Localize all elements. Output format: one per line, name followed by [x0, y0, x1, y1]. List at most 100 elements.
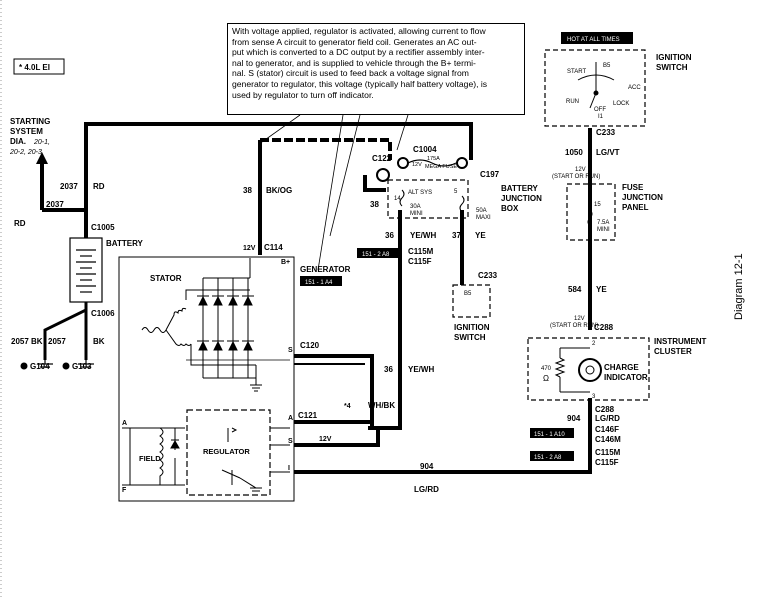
lgrd-main-color: LG/RD	[414, 485, 439, 494]
instrument-cluster: 12V (START OR RUN) C288 INSTRUMENT CLUST…	[527, 316, 707, 401]
starting-system-ref: STARTING SYSTEM DIA. 20-1, 20-2, 20-3	[9, 117, 50, 156]
battery-junction-box: C1004 C122 12V 175A MEGA FUSE C197 14 AL…	[370, 145, 542, 221]
cluster-pin-3: 3	[592, 394, 596, 400]
pos-b5: B5	[603, 63, 611, 69]
cluster-title-1: INSTRUMENT	[654, 337, 707, 346]
stator-coil-symbol	[141, 289, 256, 366]
description-callout: With voltage applied, regulator is activ…	[227, 23, 525, 115]
regulator-symbol: REGULATOR	[186, 409, 290, 496]
junction-wire38: 38	[370, 200, 379, 209]
yewh-top-num: 36	[385, 231, 394, 240]
c115f-bottom: C115F	[595, 458, 619, 467]
wires	[36, 122, 592, 474]
rd-color-1: RD	[93, 182, 105, 191]
pos-i1: I1	[598, 114, 604, 120]
cluster-output: C288 904 LG/RD 151 - 1 A10 C146F C146M 1…	[530, 405, 621, 467]
g104-ground: G104	[30, 362, 50, 371]
c288-bottom: C288	[595, 405, 615, 414]
a-terminal: A	[288, 415, 293, 422]
fuse14-rating: 30A	[410, 204, 421, 210]
junction-title-1: BATTERY	[501, 184, 539, 193]
lgrd-cluster-num: 904	[567, 414, 581, 423]
hot-label: HOT AT ALL TIMES	[567, 37, 620, 43]
generator-body: STATOR B+ S A S I A F	[118, 256, 295, 502]
c1005-connector: C1005	[91, 223, 115, 232]
starting-line-3: DIA.	[10, 137, 26, 146]
starting-line-1: STARTING	[10, 117, 50, 126]
rd-num-1: 2037	[60, 182, 78, 191]
starting-ref-2: 20-2, 20-3	[9, 149, 42, 156]
pos-off: OFF	[594, 107, 606, 113]
fuse-panel-title-2: JUNCTION	[622, 193, 663, 202]
ye584-color: YE	[596, 285, 607, 294]
c122-connector: C122	[372, 154, 392, 163]
starting-ref-1: 20-1,	[33, 139, 50, 146]
fuse-junction-panel: 15 7.5A MINI FUSE JUNCTION PANEL	[566, 183, 663, 241]
c115-top-ref: 151 - 2 A8	[362, 252, 390, 258]
gnd-num-1: 2057	[11, 337, 29, 346]
ignition-bottom-2: SWITCH	[454, 333, 486, 342]
mega-12v: 12V	[412, 162, 422, 168]
c121-connector: C121	[298, 411, 318, 420]
c115f-top: C115F	[408, 257, 432, 266]
ye37-num: 37	[452, 231, 461, 240]
c146m: C146M	[595, 435, 621, 444]
ign-12v: 12V	[575, 167, 586, 173]
cluster-title-2: CLUSTER	[654, 347, 692, 356]
fuse-panel-title-1: FUSE	[622, 183, 644, 192]
battery-grounds: 2057 BK 2057 BK G104 G103	[11, 337, 105, 371]
fuse-panel-title-3: PANEL	[622, 203, 649, 212]
c288-top: C288	[594, 323, 614, 332]
generator-12v: 12V	[243, 245, 256, 252]
description-line-7: used by regulator to turn off indicator.	[232, 89, 374, 100]
g103-ground: G103	[72, 362, 92, 371]
whbk-color: WH/BK	[368, 401, 395, 410]
indicator-label-2: INDICATOR	[604, 373, 648, 382]
fuse14-type: MINI	[410, 211, 423, 217]
resistor-unit: Ω	[543, 374, 549, 383]
ignition-bottom-1: IGNITION	[454, 323, 490, 332]
indicator-label-1: CHARGE	[604, 363, 639, 372]
description-line-6: generator to regulator, this voltage (ty…	[232, 78, 488, 89]
c1004-connector: C1004	[413, 145, 437, 154]
f-field-terminal: F	[122, 487, 127, 494]
lgvt-num: 1050	[565, 148, 583, 157]
cluster-12v: 12V	[574, 316, 585, 322]
pos-acc: ACC	[628, 85, 641, 91]
pos-lock: LOCK	[613, 101, 629, 107]
c197-connector: C197	[480, 170, 500, 179]
pos-run: RUN	[566, 99, 579, 105]
fuse15-num: 15	[594, 202, 601, 208]
s-terminal-2: S	[288, 438, 293, 445]
ye37-color: YE	[475, 231, 486, 240]
bkog-num: 38	[243, 186, 252, 195]
junction-title-2: JUNCTION	[501, 194, 542, 203]
junction-title-3: BOX	[501, 204, 519, 213]
yewh-top-color: YE/WH	[410, 231, 436, 240]
description-line-5: nal. S (stator) circuit is used to feed …	[232, 68, 469, 79]
s-terminal: S	[288, 347, 293, 354]
c115m-bottom: C115M	[595, 448, 621, 457]
lgrd-cluster-color: LG/RD	[595, 414, 620, 423]
engine-tag-text: * 4.0L EI	[19, 63, 50, 72]
c233-top: C233	[596, 128, 616, 137]
fuse15-type: MINI	[597, 227, 610, 233]
description-line-4: nal to generator, and is supplied to veh…	[232, 57, 476, 68]
starting-line-2: SYSTEM	[10, 127, 43, 136]
description-line-3: put which is converted to a DC output by…	[232, 47, 485, 58]
lgvt-color: LG/VT	[596, 148, 620, 157]
rectifier-bridge	[186, 258, 290, 392]
engine-tag: * 4.0L EI	[13, 58, 65, 75]
ignition-switch-top: HOT AT ALL TIMES B5 START ACC RUN LOCK O…	[544, 32, 692, 180]
whbk-num: *4	[344, 403, 351, 410]
fuse5-rating: 50A	[476, 208, 487, 214]
c121-12v: 12V	[319, 436, 332, 443]
yewh-mid-num: 36	[384, 365, 393, 374]
description-line-2: from sense A circuit to generator field …	[232, 36, 477, 47]
fuse14-num: 14	[394, 196, 401, 202]
cluster-ref-1: 151 - 1 A10	[534, 432, 565, 438]
generator-ref: 151 - 1 A4	[305, 280, 333, 286]
c233-bottom: C233	[478, 271, 498, 280]
ignition-top-title-1: IGNITION	[656, 53, 692, 62]
